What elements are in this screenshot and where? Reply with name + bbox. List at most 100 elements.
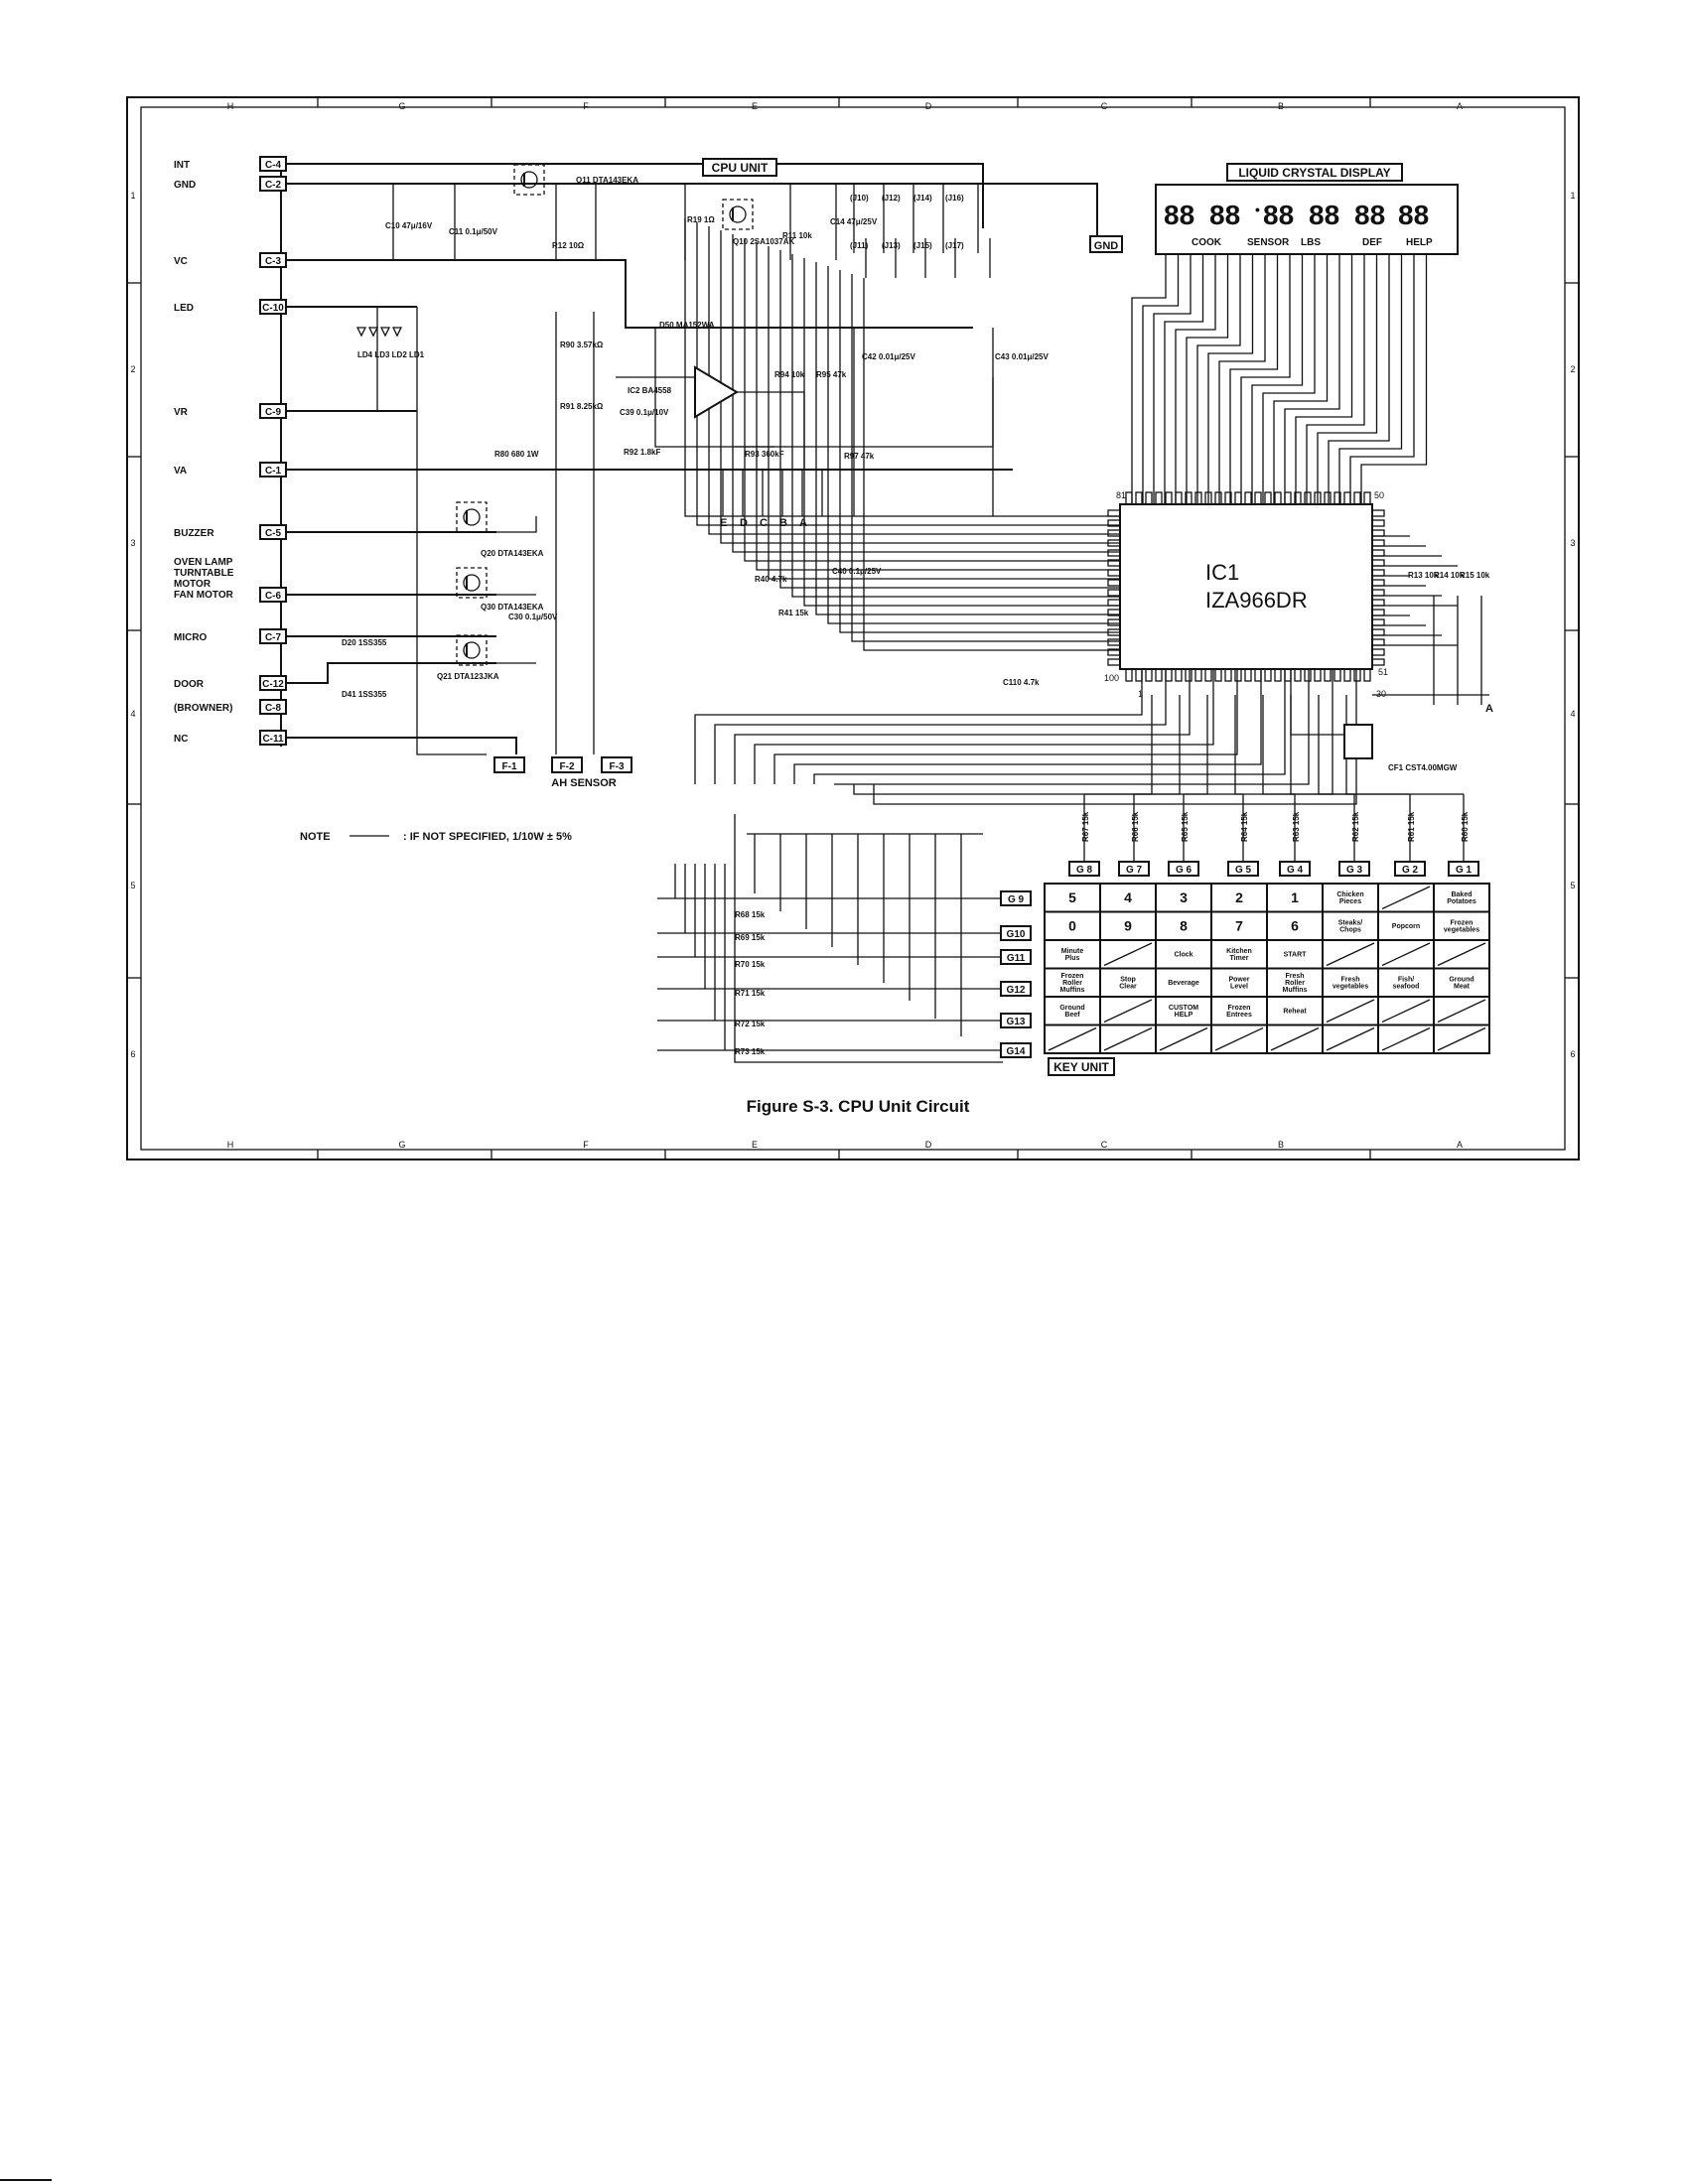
gnd-tag: GND — [1094, 240, 1119, 252]
ic1-pin-bottom — [1155, 668, 1163, 682]
border-row-label: 5 — [1570, 881, 1575, 890]
lcd-bus — [1360, 254, 1428, 504]
connector-pin-box — [259, 675, 287, 691]
ic1-pin-bottom — [1244, 668, 1252, 682]
component-label: (J10) — [850, 194, 869, 203]
ic1-pin-right — [1371, 529, 1385, 537]
key-cell — [1210, 910, 1268, 941]
g-top-label: G 5 — [1235, 865, 1252, 876]
g-top-box — [1448, 861, 1479, 877]
key-cell-blank — [1381, 886, 1431, 910]
ic1-pin-top — [1244, 491, 1252, 505]
connector-signal-part: MOTOR — [174, 579, 211, 590]
ic1-pin-bottom — [1214, 668, 1222, 682]
key-cell-blank — [1270, 1026, 1320, 1051]
ic1-body — [1119, 503, 1373, 670]
door-rail — [286, 662, 496, 684]
ic1-left-bus — [732, 234, 1120, 553]
border-col-label: F — [583, 1140, 589, 1150]
border-row-label: 2 — [130, 364, 135, 374]
ic1-pin-bottom — [1185, 668, 1193, 682]
ic1-bottom-bus — [813, 669, 1286, 784]
border-col-label: C — [1101, 1140, 1108, 1150]
connector-pin-box — [259, 730, 287, 746]
component-label: C11 0.1μ/50V — [449, 227, 498, 236]
ic1-pin-bottom — [1264, 668, 1272, 682]
key-label: 1 — [1291, 889, 1299, 905]
lcd-bus — [1273, 254, 1329, 504]
ic1-left-bus — [696, 222, 1120, 526]
key-label: 6 — [1291, 917, 1299, 933]
border-row-label: 3 — [1570, 538, 1575, 548]
ic1-pin-left — [1107, 579, 1121, 587]
component-label: R90 3.57kΩ — [560, 341, 604, 349]
wiring — [286, 163, 1489, 1063]
component-label: C43 0.01μ/25V — [995, 352, 1049, 361]
ic1-pin-top — [1324, 491, 1332, 505]
lcd-bus — [1338, 254, 1403, 504]
component-label: D50 MA152WA — [659, 321, 715, 330]
g-side-label: G13 — [1007, 1017, 1026, 1027]
ic1-pin-top — [1194, 491, 1202, 505]
ic1-pin-left — [1107, 539, 1121, 547]
ic1-bottom-bus — [773, 669, 1238, 784]
ic1-left-bus — [791, 254, 1120, 598]
border-col-label: D — [925, 1140, 932, 1150]
ic1-chip: IC1 IZA966DR 81 50 51 30 1 100 — [1104, 490, 1388, 699]
jumper-lead — [883, 184, 897, 278]
connector-pin-box — [259, 156, 287, 172]
ic1-pin-top — [1314, 491, 1322, 505]
led-symbol — [391, 327, 403, 338]
key-cell — [1044, 939, 1101, 970]
q20-lead — [467, 516, 537, 533]
ic1-pin-left — [1107, 658, 1121, 666]
key-cell-blank — [1381, 1026, 1431, 1051]
led-symbol — [355, 327, 367, 338]
a-terminal: A — [1485, 703, 1493, 715]
ic1-pin-right — [1371, 559, 1385, 567]
connector-pin-box — [259, 299, 287, 315]
border-col-label: G — [398, 101, 405, 111]
cpu-unit-label: CPU UNIT — [712, 161, 769, 175]
lcd-bus — [1240, 254, 1291, 504]
border-col-label: G — [398, 1140, 405, 1150]
lcd-indicator: HELP — [1406, 237, 1433, 248]
ic1-pin-bottom — [1324, 668, 1332, 682]
g-side-box — [1000, 890, 1032, 906]
border-row-label: 2 — [1570, 364, 1575, 374]
outer-frame — [126, 96, 1580, 1160]
ah-pin: F-2 — [560, 761, 575, 772]
key-cell-blank — [1326, 999, 1375, 1024]
ic1-pin-top — [1343, 491, 1351, 505]
ic1-left-bus — [851, 274, 1120, 642]
transistors — [355, 164, 1373, 759]
ic1-pin-top — [1284, 491, 1292, 505]
key-cell-blank — [1437, 1026, 1486, 1051]
lcd-digit: 88 — [1354, 200, 1385, 230]
ic1-pin-right — [1371, 579, 1385, 587]
g-top-box — [1168, 861, 1199, 877]
lcd-bus — [1317, 254, 1378, 504]
g-top-box — [1068, 861, 1100, 877]
ic1-left-bus — [863, 278, 1120, 651]
g-side-box — [1000, 1042, 1032, 1058]
lcd-bus — [1295, 254, 1353, 504]
connector-pin: C-2 — [265, 180, 282, 191]
component-label: (J15) — [913, 241, 932, 250]
transistor-outline — [456, 501, 488, 533]
cpu-unit-box — [702, 158, 777, 177]
border-row-label: 5 — [130, 881, 135, 890]
connector-signal: INT — [174, 160, 190, 171]
component-label: (J17) — [945, 241, 964, 250]
key-cell-blank — [1103, 942, 1153, 967]
border-row-label: 1 — [1570, 191, 1575, 201]
